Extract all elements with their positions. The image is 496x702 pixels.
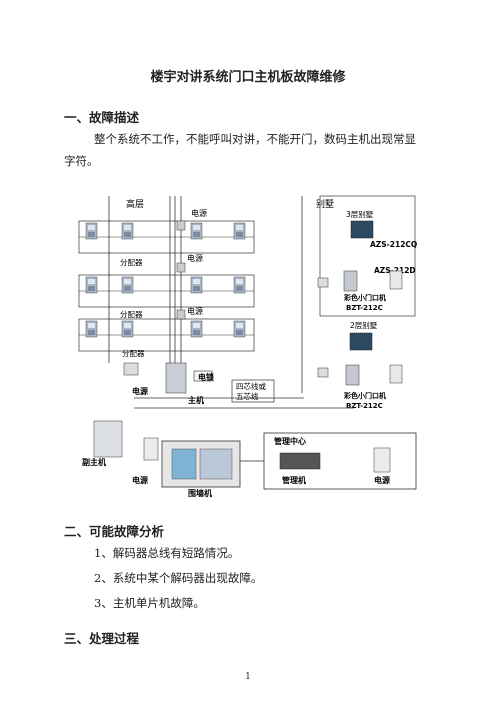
section-heading-handling: 三、处理过程 bbox=[64, 631, 140, 646]
mgmt-unit-icon bbox=[279, 452, 321, 470]
label-azs212d: AZS-212D bbox=[374, 266, 416, 275]
label-power-bottom: 电源 bbox=[132, 475, 148, 485]
floor-group-1: 电源 分配器 bbox=[78, 208, 255, 267]
label-power-right: 电源 bbox=[374, 475, 390, 485]
label-distributor-1: 分配器 bbox=[120, 258, 143, 267]
label-power-main: 电源 bbox=[132, 386, 148, 396]
label-main-unit: 主机 bbox=[188, 395, 204, 405]
door-station-icon bbox=[343, 270, 358, 292]
label-wire-2: 五芯线 bbox=[236, 391, 259, 401]
section-heading-fault-analysis: 二、可能故障分析 bbox=[64, 524, 165, 539]
label-villa-3f: 3层别墅 bbox=[346, 209, 374, 219]
label-wall-unit: 围墙机 bbox=[188, 488, 212, 498]
label-sub-unit: 副主机 bbox=[82, 457, 106, 467]
label-villa: 别墅 bbox=[316, 199, 334, 210]
page-title: 楼宇对讲系统门口主机板故障维修 bbox=[150, 70, 346, 85]
floor-group-2: 电源 分配器 bbox=[78, 253, 255, 319]
fault-description-line-1: 整个系统不工作，不能呼叫对讲，不能开门，数码主机出现常显 bbox=[94, 132, 416, 146]
analysis-item-3: 3、主机单片机故障。 bbox=[94, 596, 205, 610]
label-azs212cq: AZS-212CQ bbox=[370, 240, 417, 249]
label-power-top: 电源 bbox=[191, 208, 207, 218]
intercom-system-diagram: 高层 电源 分配器 电源 分配器 电源 分配器 别墅 3层别墅 AZS-212C… bbox=[78, 195, 417, 498]
label-power-lock: 电锁 bbox=[198, 372, 214, 382]
section-heading-fault-description: 一、故障描述 bbox=[64, 110, 140, 125]
monitor-icon bbox=[350, 220, 374, 239]
analysis-item-2: 2、系统中某个解码器出现故障。 bbox=[94, 571, 263, 585]
label-distributor-3: 分配器 bbox=[122, 349, 145, 358]
label-highrise: 高层 bbox=[126, 198, 144, 210]
label-bzt-1: BZT-212C bbox=[346, 304, 383, 312]
label-wire-1: 四芯线或 bbox=[236, 381, 266, 391]
floor-group-3: 电源 分配器 bbox=[78, 306, 255, 358]
label-power-3: 电源 bbox=[187, 306, 203, 316]
label-distributor-2: 分配器 bbox=[120, 310, 143, 319]
monitor-icon-2 bbox=[349, 332, 373, 351]
main-unit-icon bbox=[165, 362, 187, 394]
fault-description-line-2: 字符。 bbox=[64, 154, 99, 168]
label-small-door-1: 彩色小门口机 bbox=[343, 293, 386, 302]
page-number: 1 bbox=[245, 672, 251, 682]
label-power-2: 电源 bbox=[187, 253, 203, 263]
analysis-item-1: 1、解码器总线有短路情况。 bbox=[94, 546, 240, 560]
label-bzt-2: BZT-212C bbox=[346, 402, 383, 410]
label-mgmt-unit: 管理机 bbox=[282, 475, 306, 485]
sub-unit-icon bbox=[93, 420, 123, 458]
label-villa-2f: 2层别墅 bbox=[350, 320, 378, 330]
label-small-door-2: 彩色小门口机 bbox=[343, 391, 386, 400]
label-mgmt-center: 管理中心 bbox=[274, 436, 306, 446]
door-station-icon-2 bbox=[345, 364, 360, 386]
